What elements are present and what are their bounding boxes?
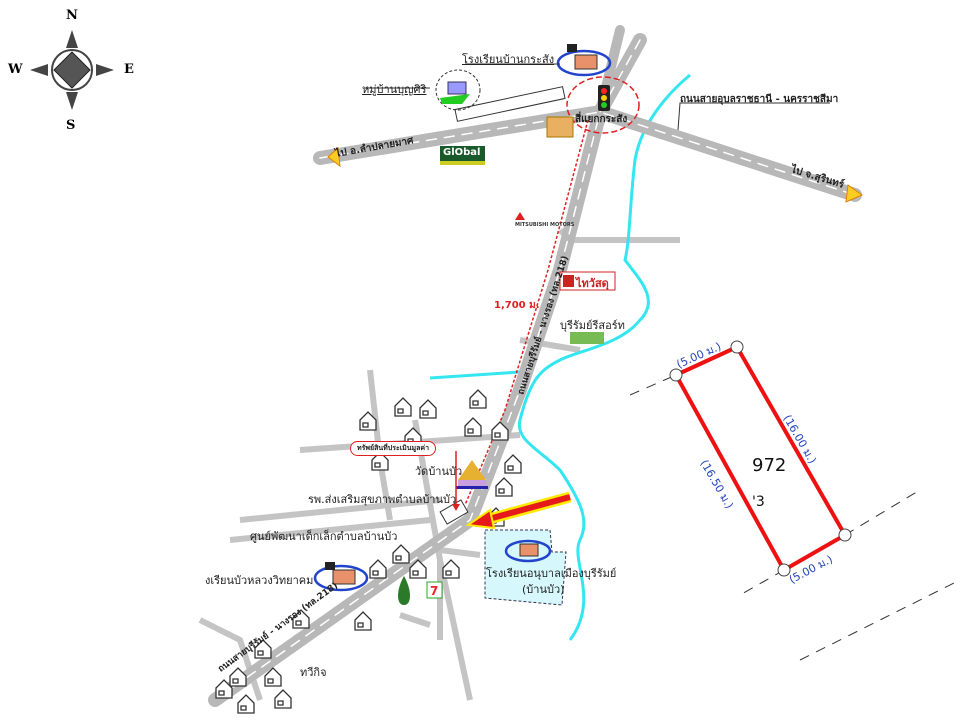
traffic-light-icon bbox=[598, 85, 610, 111]
compass-west: W bbox=[8, 62, 23, 77]
house-icon bbox=[354, 611, 372, 631]
mitsubishi-logo bbox=[515, 212, 525, 220]
distance-line bbox=[464, 119, 589, 506]
house-icon bbox=[469, 389, 487, 409]
house-icon bbox=[274, 689, 292, 709]
school-icon bbox=[556, 44, 612, 77]
global-house-logo bbox=[440, 146, 485, 165]
village-icon bbox=[435, 69, 481, 111]
do-home-logo bbox=[546, 116, 574, 138]
label-village: หมู่บ้านบุญศิริ bbox=[362, 83, 427, 96]
compass-east: E bbox=[124, 62, 134, 77]
resort-icon bbox=[570, 332, 604, 344]
label-distance: 1,700 ม. bbox=[494, 300, 540, 311]
junction-marker bbox=[566, 76, 640, 134]
thaiwatsadu-text: ไทวัสดุ bbox=[576, 277, 609, 290]
label-resort: บุรีรัมย์รีสอร์ท bbox=[560, 319, 625, 332]
house-icon bbox=[464, 417, 482, 437]
temple-icon bbox=[456, 460, 488, 489]
mitsubishi-text: MITSUBISHI MOTORS bbox=[515, 222, 575, 228]
house-icon bbox=[504, 454, 522, 474]
house-icon bbox=[215, 679, 233, 699]
property-marker bbox=[439, 451, 469, 525]
house-icon bbox=[254, 639, 272, 659]
compass-rose-icon bbox=[30, 30, 114, 110]
label-junction: สี่แยกกระสัง bbox=[575, 114, 628, 125]
global-house-text: GlObal bbox=[443, 147, 481, 158]
location-arrow-icon bbox=[465, 491, 572, 530]
house-icon bbox=[369, 559, 387, 579]
arrow-east-icon bbox=[845, 184, 864, 203]
house-icon bbox=[409, 559, 427, 579]
label-temple: วัดบ้านบัว bbox=[415, 465, 463, 478]
gas-station-icon bbox=[398, 576, 410, 605]
house-icon bbox=[237, 694, 255, 714]
school-icon bbox=[313, 562, 369, 592]
house-icon bbox=[264, 667, 282, 687]
label-highway: ถนนสายอุบลราชธานี - นครราชสีมา bbox=[680, 94, 839, 105]
house-icon bbox=[359, 411, 377, 431]
property-callout: ทรัพย์สินที่ประเมินมูลค่า bbox=[350, 441, 437, 456]
label-childcare: ศูนย์พัฒนาเด็กเล็กตำบลบ้านบัว bbox=[250, 530, 398, 543]
house-icon bbox=[419, 399, 437, 419]
compass-north: N bbox=[66, 8, 78, 23]
parcel-number: 972 bbox=[752, 455, 787, 476]
house-icon bbox=[495, 477, 513, 497]
thaiwatsadu-logo bbox=[559, 271, 616, 291]
house-icon bbox=[442, 559, 460, 579]
parcel-plot bbox=[629, 340, 960, 661]
label-school-buaruang: งเรียนบัวหลวงวิทยาคม bbox=[205, 574, 314, 587]
crosswalk bbox=[454, 86, 566, 122]
label-market: ทวีกิจ bbox=[300, 666, 327, 679]
label-school-anuban-sub: (บ้านบัว) bbox=[522, 583, 565, 596]
compass-south: S bbox=[66, 118, 76, 133]
house-icon bbox=[491, 421, 509, 441]
parcel-partial-label: '3 bbox=[752, 494, 765, 510]
seven-eleven-logo: 7 bbox=[426, 581, 443, 599]
label-school-anuban: โรงเรียนอนุบาลเมืองบุรีรัมย์ bbox=[486, 567, 617, 580]
label-school-krasang: โรงเรียนบ้านกระสัง bbox=[462, 53, 555, 66]
school-grounds bbox=[484, 529, 567, 606]
house-icon bbox=[292, 609, 310, 629]
house-icon bbox=[229, 667, 247, 687]
river bbox=[429, 73, 691, 641]
arrow-west-icon bbox=[327, 146, 341, 168]
svg-text:7: 7 bbox=[430, 584, 438, 598]
callout-line bbox=[677, 102, 830, 131]
house-icon bbox=[392, 544, 410, 564]
label-health-center: รพ.ส่งเสริมสุขภาพตำบลบ้านบัว bbox=[308, 493, 457, 506]
house-icon bbox=[394, 397, 412, 417]
